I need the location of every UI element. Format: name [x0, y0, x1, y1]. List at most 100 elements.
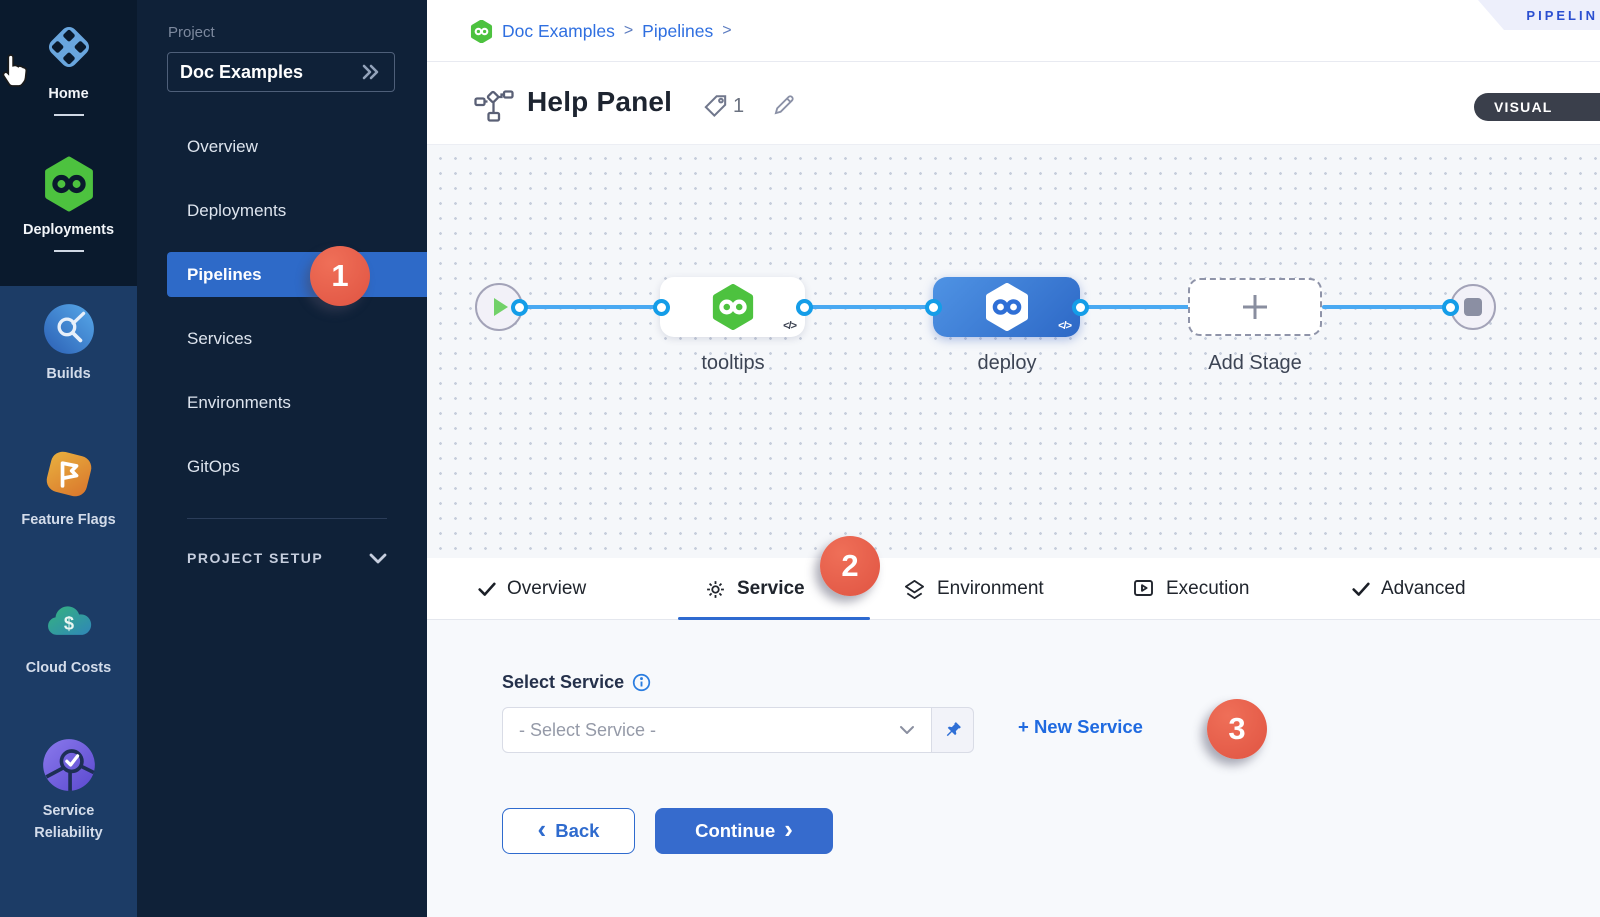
sidebar-item-gitops[interactable]: GitOps: [187, 456, 240, 476]
breadcrumb-project-link[interactable]: Doc Examples: [502, 20, 615, 41]
continue-button[interactable]: Continue ›: [655, 808, 833, 854]
rail-item-builds[interactable]: Builds: [0, 302, 137, 385]
breadcrumb: Doc Examples > Pipelines >: [470, 0, 732, 62]
service-reliability-icon: [41, 737, 97, 793]
visual-yaml-toggle[interactable]: VISUAL: [1474, 93, 1600, 121]
rail-item-feature-flags[interactable]: Feature Flags: [0, 446, 137, 531]
pipeline-canvas[interactable]: </> tooltips </> deploy Add Stage: [427, 145, 1600, 558]
project-setup-toggle[interactable]: PROJECT SETUP: [187, 550, 387, 566]
module-rail: Home Deployments: [0, 0, 137, 917]
back-button-label: Back: [555, 820, 600, 841]
harness-stage-icon-selected: [983, 283, 1031, 331]
edit-pencil-icon[interactable]: [771, 92, 797, 118]
stage-card-tooltips[interactable]: </>: [660, 277, 805, 337]
breadcrumb-separator: >: [623, 22, 634, 39]
tab-label: Execution: [1166, 578, 1250, 599]
new-service-link[interactable]: + New Service: [1018, 716, 1143, 737]
tab-service[interactable]: Service: [705, 558, 805, 620]
project-sidebar: Project Doc Examples Overview Deployment…: [137, 0, 427, 917]
harness-project-icon: [470, 19, 493, 43]
rail-item-label: Deployments: [22, 222, 115, 238]
sidebar-item-environments[interactable]: Environments: [187, 392, 291, 412]
tags-icon[interactable]: [703, 94, 728, 119]
feature-flags-icon: [41, 446, 97, 502]
double-chevron-right-icon: [360, 64, 382, 80]
stage-label-deploy: deploy: [977, 352, 1037, 374]
project-section-label: Project: [168, 24, 215, 41]
hand-cursor: [0, 52, 32, 88]
select-service-value: - Select Service -: [519, 719, 657, 740]
info-icon[interactable]: [632, 673, 651, 692]
tab-advanced[interactable]: Advanced: [1352, 558, 1466, 620]
harness-stage-icon: [710, 284, 756, 330]
project-setup-label: PROJECT SETUP: [187, 550, 324, 566]
callout-badge-3: 3: [1207, 699, 1267, 759]
rail-item-label: Feature Flags: [21, 512, 116, 528]
pipeline-header: Help Panel 1 VISUAL: [427, 62, 1600, 145]
pipeline-connector-line: [804, 305, 933, 309]
connector-port: [653, 299, 670, 316]
service-tab-panel: Select Service - Select Service -: [427, 620, 1600, 917]
pipeline-connector-line: [1080, 305, 1190, 309]
chevron-down-icon: [899, 725, 915, 735]
deployments-icon: [41, 156, 97, 212]
builds-icon: [42, 302, 96, 356]
check-icon: [478, 582, 496, 597]
pipeline-studio-ribbon-label: PIPELIN: [1526, 7, 1598, 23]
breadcrumb-pipelines-link[interactable]: Pipelines: [642, 20, 714, 41]
pipeline-connector-line: [1322, 305, 1450, 309]
pin-service-button[interactable]: [932, 707, 974, 753]
tab-environment[interactable]: Environment: [903, 558, 1044, 620]
back-button[interactable]: ‹ Back: [502, 808, 635, 854]
plus-icon: [1238, 290, 1272, 324]
visual-toggle-label: VISUAL: [1494, 99, 1553, 115]
gear-icon: [705, 579, 726, 600]
rail-item-label: Cloud Costs: [25, 660, 112, 676]
stage-yaml-icon: </>: [1058, 320, 1072, 332]
pin-icon: [943, 720, 963, 740]
stage-yaml-icon: </>: [783, 320, 797, 332]
sidebar-item-services[interactable]: Services: [187, 328, 253, 348]
play-icon: [494, 298, 508, 316]
pipeline-start-node: [475, 283, 523, 331]
connector-port: [796, 299, 813, 316]
breadcrumb-bar: Doc Examples > Pipelines > PIPELIN: [427, 0, 1600, 62]
rail-item-deployments[interactable]: Deployments: [0, 156, 137, 253]
select-service-label: Select Service: [502, 672, 651, 693]
stop-icon: [1464, 298, 1482, 316]
select-service-dropdown[interactable]: - Select Service -: [502, 707, 932, 753]
home-icon: [40, 18, 98, 76]
rail-item-label: Builds: [46, 366, 91, 382]
connector-port: [1072, 299, 1089, 316]
stage-card-deploy[interactable]: </>: [933, 277, 1080, 337]
pipeline-studio-ribbon: PIPELIN: [1478, 0, 1600, 30]
sidebar-item-pipelines[interactable]: Pipelines: [167, 252, 427, 297]
select-service-label-text: Select Service: [502, 672, 625, 692]
rail-item-service-reliability[interactable]: Service Reliability: [0, 737, 137, 845]
callout-badge-2: 2: [820, 536, 880, 596]
project-selector[interactable]: Doc Examples: [167, 52, 395, 92]
svg-text:$: $: [63, 613, 73, 634]
connector-port: [925, 299, 942, 316]
selected-tab-underline: [678, 617, 870, 620]
sidebar-item-overview[interactable]: Overview: [187, 136, 258, 156]
add-stage-button[interactable]: [1188, 278, 1322, 336]
callout-badge-1: 1: [310, 246, 370, 306]
rail-item-cloud-costs[interactable]: $ Cloud Costs: [0, 594, 137, 679]
add-stage-label: Add Stage: [1208, 352, 1302, 374]
tab-label: Advanced: [1381, 578, 1466, 599]
tab-execution[interactable]: Execution: [1133, 558, 1249, 620]
rail-item-label: Service Reliability: [34, 803, 103, 842]
rail-item-label: Home: [48, 86, 89, 102]
sidebar-divider: [187, 518, 387, 519]
sidebar-item-deployments[interactable]: Deployments: [187, 200, 287, 220]
rail-item-underline: [53, 250, 84, 253]
stage-label-tooltips: tooltips: [701, 352, 765, 374]
tab-overview[interactable]: Overview: [478, 558, 586, 620]
cloud-costs-icon: $: [41, 594, 97, 650]
rail-item-home[interactable]: Home: [0, 18, 137, 117]
chevron-right-icon: ›: [784, 813, 793, 844]
stage-tabs: Overview Service Environment: [427, 558, 1600, 620]
rail-item-underline: [53, 114, 84, 117]
